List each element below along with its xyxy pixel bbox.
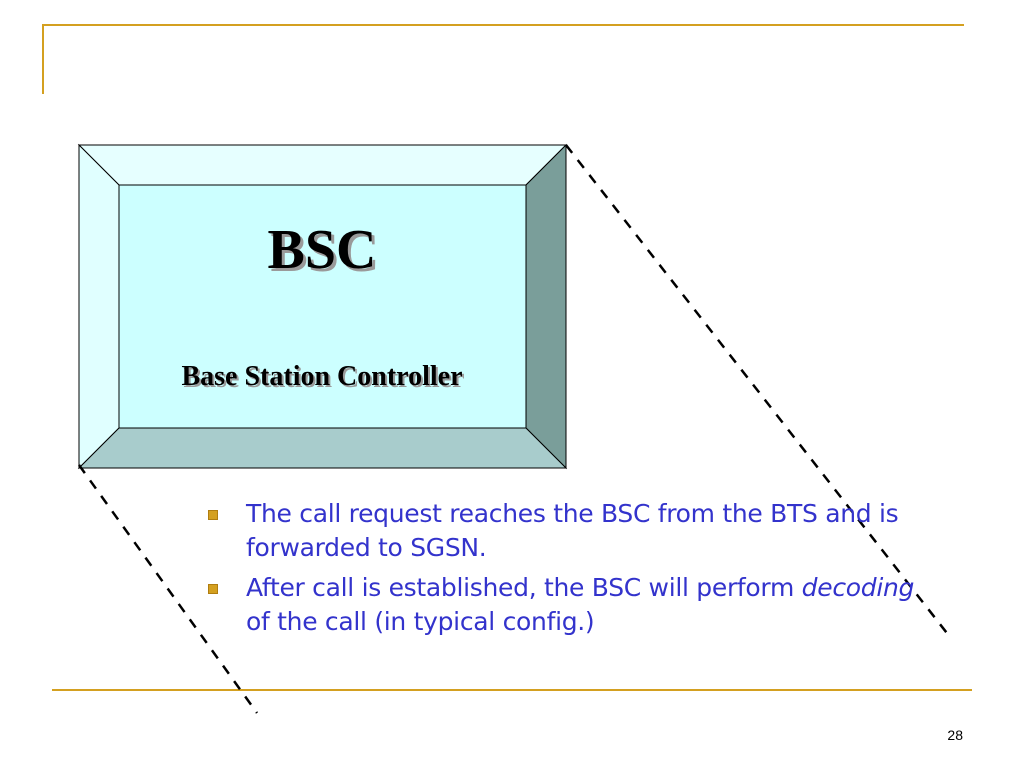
bullet-item: After call is established, the BSC will … <box>206 571 936 639</box>
dashed-projection-line-left <box>77 464 259 714</box>
bullet-emphasis: decoding <box>801 573 915 602</box>
box-bevel-bottom <box>77 427 568 469</box>
dashed-projection-line-right <box>565 144 951 638</box>
bullet-text-before: After call is established, the BSC will … <box>246 573 802 602</box>
top-accent-line <box>42 24 964 26</box>
square-bullet-icon <box>208 510 218 520</box>
box-title: BSC <box>267 219 377 281</box>
box-bevel-left <box>78 143 120 470</box>
bullet-item: The call request reaches the BSC from th… <box>206 497 936 565</box>
box-bevel-right <box>525 143 567 470</box>
page-number: 28 <box>947 727 963 743</box>
box-face <box>118 184 527 429</box>
left-accent-line <box>42 24 44 94</box>
box-subtitle: Base Station Controller <box>181 361 463 392</box>
box-bevel-top <box>77 144 568 186</box>
bottom-accent-line <box>52 689 972 691</box>
square-bullet-icon <box>208 584 218 594</box>
bullet-text: The call request reaches the BSC from th… <box>246 499 899 562</box>
bullet-text-after: of the call (in typical config.) <box>246 607 595 636</box>
bullet-list: The call request reaches the BSC from th… <box>206 497 936 645</box>
